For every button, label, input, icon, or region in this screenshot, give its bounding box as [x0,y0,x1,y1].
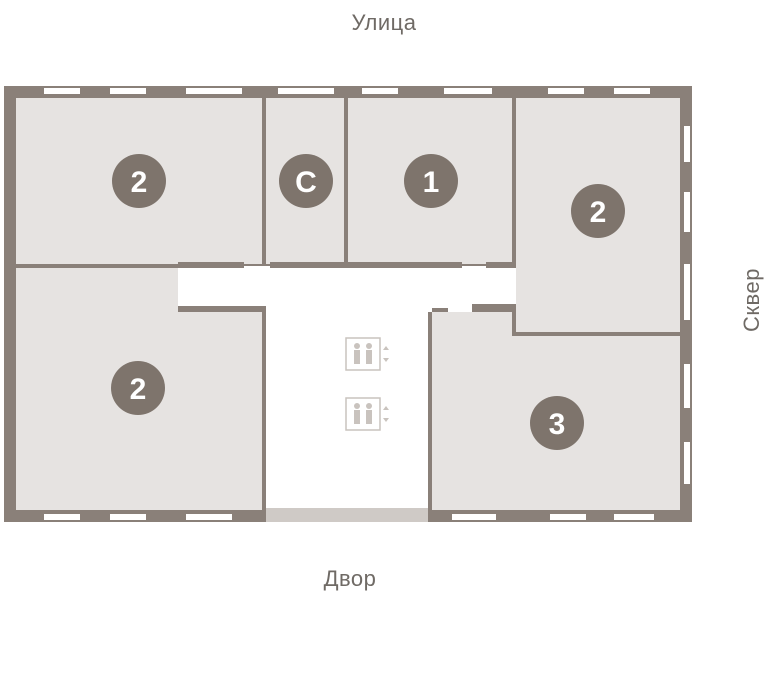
unit-badge-label: 2 [130,373,147,406]
unit-badge-storage[interactable]: С [279,154,333,208]
unit-badge-label: 3 [549,408,566,441]
unit-badge-top-left[interactable]: 2 [112,154,166,208]
unit-badge-label: С [295,166,317,199]
unit-badge-label: 2 [131,166,148,199]
windows-right [684,126,690,484]
windows-top [44,88,650,94]
unit-badge-bottom-left[interactable]: 2 [111,361,165,415]
elevator-icon [345,337,389,371]
unit-badge-top-right[interactable]: 2 [571,184,625,238]
unit-badge-label: 2 [590,196,607,229]
street-label: Улица [351,10,417,35]
corridor [178,266,516,510]
elevator-icon [345,397,389,431]
courtyard-label: Двор [323,566,377,591]
unit-badge-top-middle[interactable]: 1 [404,154,458,208]
entrance-threshold [266,508,428,522]
windows-bottom [44,514,654,520]
unit-badge-label: 1 [423,166,440,199]
unit-badge-bottom-right[interactable]: 3 [530,396,584,450]
